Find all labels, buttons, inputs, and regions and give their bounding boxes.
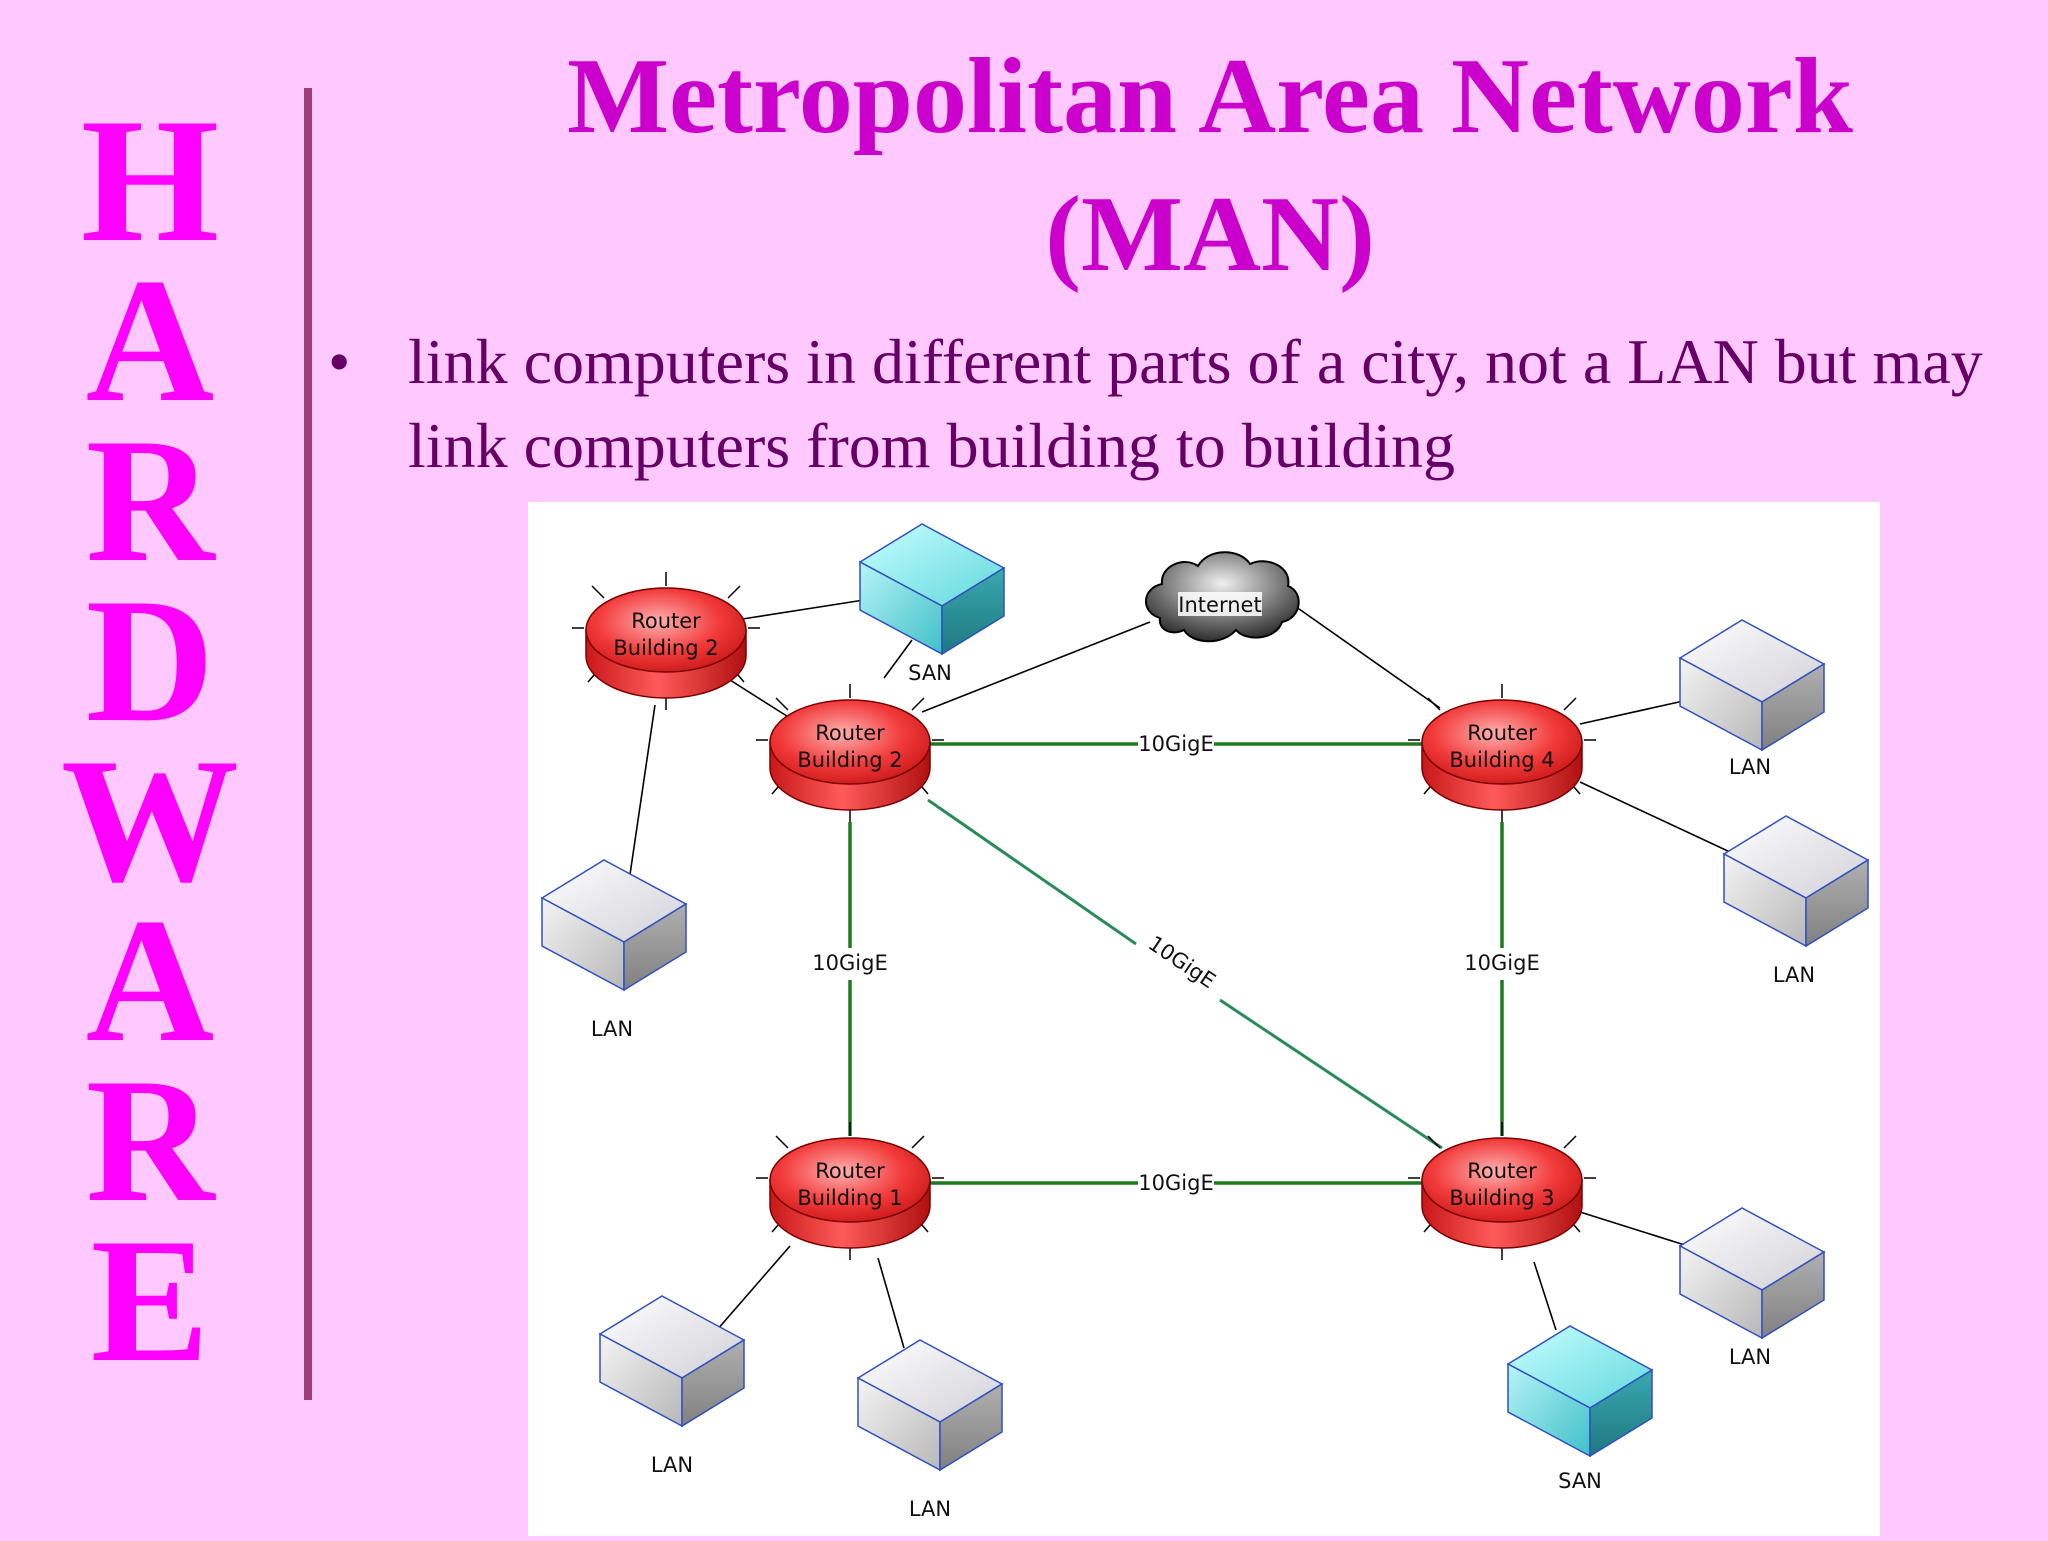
router-r3-line1: Router [1467,1159,1537,1183]
slide-title: Metropolitan Area Network (MAN) [440,28,1980,304]
link-r2a-lan [627,704,656,889]
router-r3-line2: Building 3 [1449,1186,1554,1210]
link-r2a-san [735,599,865,621]
router-r2b-line1: Router [815,721,885,745]
link-r1-lan-left [709,1245,791,1339]
side-letter: D [85,561,215,759]
lan-r4-top-label: LAN [1729,755,1771,779]
san-top-label: SAN [908,661,952,685]
side-letter: H [80,81,220,279]
lan-r4-bottom-icon [1723,815,1869,947]
lan-r1-right-icon [857,1339,1003,1471]
side-letter: W [61,721,239,919]
router-r2b-line2: Building 2 [797,748,902,772]
san-top-icon [859,523,1005,655]
side-letter: E [90,1201,210,1399]
san-bottom-icon [1507,1325,1653,1457]
internet-cloud [1145,551,1300,643]
bullet-dot: • [328,326,351,397]
lan-r3-icon [1679,1207,1825,1339]
lan-r4-bottom-label: LAN [1773,963,1815,987]
link-san-r2b [883,639,913,679]
lan-r1-right-label: LAN [909,1497,951,1521]
router-r1-line2: Building 1 [797,1186,902,1210]
router-r2a-line2: Building 2 [613,636,718,660]
link-r1-lan-right [877,1257,905,1349]
network-diagram-svg: 10GigE 10GigE 10GigE 10GigE 10GigE Inter… [541,523,1869,1521]
lan-r1-left-icon [599,1295,745,1427]
lan-r3-label: LAN [1729,1345,1771,1369]
side-letter: A [85,881,215,1079]
san-bottom-label: SAN [1558,1469,1602,1493]
title-line-2: (MAN) [1045,175,1375,294]
link-r3-lan [1579,1211,1689,1247]
link-r2b-r3-top [927,798,1137,946]
link-label-r1-r3: 10GigE [1138,1171,1213,1195]
side-letter: R [85,1041,215,1239]
link-r4-lan-bottom [1579,781,1731,853]
bullet-text: link computers in different parts of a c… [408,326,1983,481]
lan-r1-left-label: LAN [651,1453,693,1477]
vertical-divider [304,88,312,1400]
side-word-hardware: H A R D W A R E [40,81,260,1399]
side-letter: R [85,401,215,599]
lan-left-icon [541,859,687,991]
link-label-r2b-r3: 10GigE [1144,931,1220,993]
router-r4-line1: Router [1467,721,1537,745]
link-r2a-r2b [729,679,791,719]
link-label-r2b-r4: 10GigE [1138,732,1213,756]
link-internet-r4 [1291,603,1441,709]
side-letter: A [85,241,215,439]
router-r4-line2: Building 4 [1449,748,1554,772]
internet-label: Internet [1178,593,1261,617]
link-r2b-internet [921,621,1151,713]
black-links [627,599,1731,1349]
link-r2b-r3-bottom [1219,998,1443,1150]
title-line-1: Metropolitan Area Network [567,37,1853,156]
link-r4-lan-top [1579,699,1689,725]
router-r2a-line1: Router [631,609,701,633]
network-diagram: 10GigE 10GigE 10GigE 10GigE 10GigE Inter… [528,502,1880,1536]
link-r3-san [1533,1261,1557,1331]
lan-r4-top-icon [1679,619,1825,751]
router-r1-line1: Router [815,1159,885,1183]
green-links [848,742,1504,1185]
link-label-r2b-r1: 10GigE [812,951,887,975]
link-label-r4-r3: 10GigE [1464,951,1539,975]
lan-left-label: LAN [591,1017,633,1041]
